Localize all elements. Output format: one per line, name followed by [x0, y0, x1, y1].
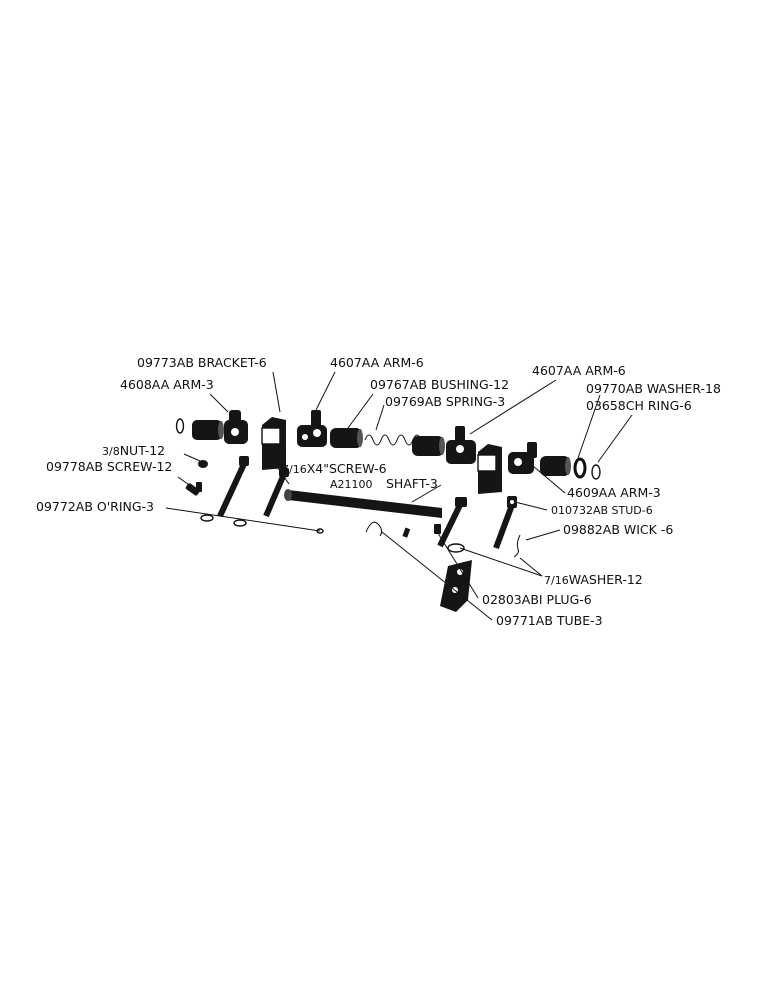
label-bracket: 09773AB BRACKET-6 — [137, 355, 267, 370]
shaft-part — [284, 489, 442, 518]
middle-bushing-part — [330, 428, 363, 448]
small-plug-part — [434, 524, 441, 534]
label-washer-12-fraction: 7/16 — [544, 574, 569, 587]
washer-12-part — [447, 543, 465, 553]
label-nut: 3/8NUT-12 — [102, 443, 165, 458]
long-bolt-part — [437, 497, 467, 548]
label-spring: 09769AB SPRING-3 — [385, 394, 505, 409]
washer-18-part — [573, 457, 587, 479]
oring-bottom-2 — [233, 519, 247, 527]
label-screw-6: 7/16X4"SCREW-6 — [282, 461, 387, 476]
stud-part — [493, 496, 517, 550]
label-washer-12: 7/16WASHER-12 — [544, 572, 643, 587]
right-bushing-2-part — [540, 456, 571, 476]
label-nut-fraction: 3/8 — [102, 445, 120, 458]
label-screw-6-fraction: 7/16 — [282, 463, 307, 476]
plug-pin-part — [402, 527, 411, 538]
label-arm-4607-b: 4607AA ARM-6 — [532, 363, 626, 378]
oring-bottom-1 — [200, 514, 214, 522]
left-bushing-part — [192, 420, 224, 440]
label-wick: 09882AB WICK -6 — [563, 522, 673, 537]
long-screw-left-part — [217, 456, 249, 518]
part-labels: 09773AB BRACKET-6 4607AA ARM-6 4608AA AR… — [36, 355, 721, 628]
ring-part — [591, 464, 601, 480]
small-screw-part — [185, 482, 202, 496]
parts-group — [175, 410, 601, 612]
label-drawing-number: A21100 — [330, 478, 373, 491]
tube-part — [365, 521, 383, 537]
label-screw-12: 09778AB SCREW-12 — [46, 459, 172, 474]
label-shaft: SHAFT-3 — [386, 476, 438, 491]
long-screw-right-part — [263, 468, 289, 518]
label-screw-6-text: X4"SCREW-6 — [307, 461, 387, 476]
arm-4607-right-part — [446, 426, 476, 464]
label-arm-4607-a: 4607AA ARM-6 — [330, 355, 424, 370]
label-ring: 03658CH RING-6 — [586, 398, 692, 413]
bracket-left-part — [261, 417, 286, 470]
bracket-right-part — [477, 444, 502, 494]
wick-part — [513, 534, 521, 558]
label-oring: 09772AB O'RING-3 — [36, 499, 154, 514]
label-washer-18: 09770AB WASHER-18 — [586, 381, 721, 396]
label-arm-4609: 4609AA ARM-3 — [567, 485, 661, 500]
right-bushing-part — [412, 436, 445, 456]
lower-arm-part — [440, 560, 472, 612]
label-plug: 02803ABI PLUG-6 — [482, 592, 592, 607]
label-arm-4608: 4608AA ARM-3 — [120, 377, 214, 392]
left-oring-part — [175, 418, 185, 434]
label-nut-text: NUT-12 — [120, 443, 165, 458]
leader-lines — [165, 371, 633, 621]
label-washer-12-text: WASHER-12 — [569, 572, 643, 587]
arm-4607-left-part — [297, 410, 327, 447]
label-tube: 09771AB TUBE-3 — [496, 613, 603, 628]
label-stud: 010732AB STUD-6 — [551, 504, 653, 517]
arm-4609-part — [508, 442, 537, 474]
arm-4608-part — [224, 410, 248, 444]
label-bushing: 09767AB BUSHING-12 — [370, 377, 509, 392]
nut-part — [198, 460, 208, 468]
